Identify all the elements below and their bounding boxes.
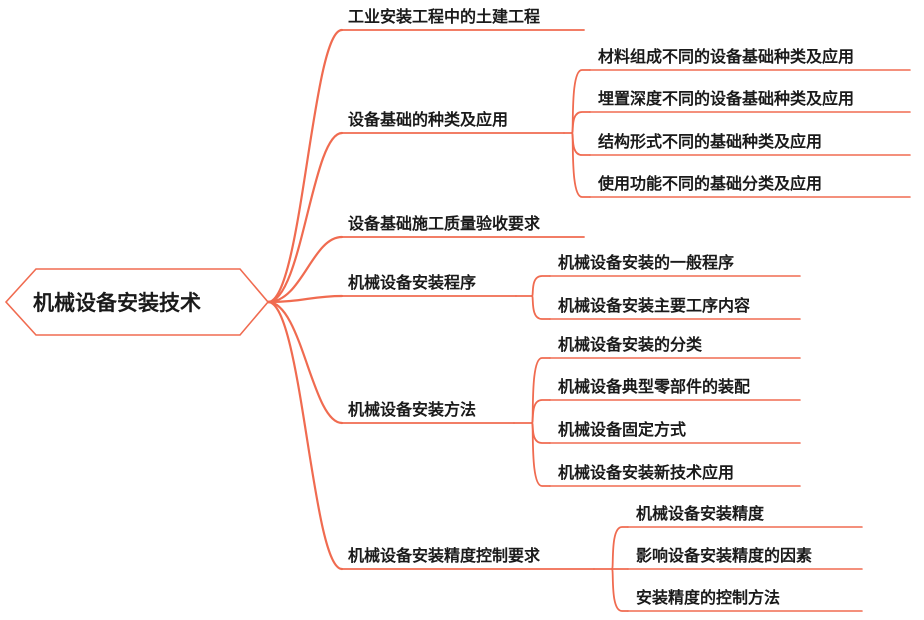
branch-label-4: 机械设备安装程序 <box>348 273 476 292</box>
branch-label-2: 设备基础的种类及应用 <box>348 110 508 129</box>
child-connector-5-3 <box>531 422 551 444</box>
child-label-4-1: 机械设备安装的一般程序 <box>558 253 734 272</box>
branch-label-1: 工业安装工程中的土建工程 <box>348 7 540 26</box>
root-node-shape <box>4 268 270 336</box>
branch-connector-2 <box>266 131 344 304</box>
branch-connector-6 <box>266 300 344 571</box>
child-connector-2-2 <box>571 111 591 134</box>
child-label-2-3: 结构形式不同的基础种类及应用 <box>597 132 822 151</box>
child-label-5-4: 机械设备安装新技术应用 <box>558 463 734 482</box>
child-connector-2-3 <box>571 132 591 156</box>
branch-label-6: 机械设备安装精度控制要求 <box>348 546 541 565</box>
child-connector-5-2 <box>531 399 551 424</box>
child-label-5-1: 机械设备安装的分类 <box>558 335 703 354</box>
branch-connector-4 <box>266 294 344 304</box>
child-label-5-2: 机械设备典型零部件的装配 <box>558 377 750 396</box>
child-label-5-3: 机械设备固定方式 <box>558 420 686 439</box>
branch-connector-1 <box>266 28 344 304</box>
branch-connector-3 <box>266 235 344 304</box>
child-label-2-1: 材料组成不同的设备基础种类及应用 <box>598 47 854 66</box>
child-connector-5-4 <box>531 422 551 487</box>
branch-label-5: 机械设备安装方法 <box>348 400 476 419</box>
child-label-6-3: 安装精度的控制方法 <box>636 588 780 607</box>
child-label-4-2: 机械设备安装主要工序内容 <box>558 296 750 315</box>
child-connector-4-1 <box>531 275 551 297</box>
child-label-6-2: 影响设备安装精度的因素 <box>636 546 812 565</box>
child-connector-2-1 <box>571 69 591 134</box>
child-connector-5-1 <box>531 357 551 424</box>
child-label-2-2: 埋置深度不同的设备基础种类及应用 <box>598 89 854 108</box>
connector-lines <box>266 28 911 612</box>
child-label-2-4: 使用功能不同的基础分类及应用 <box>597 174 822 193</box>
child-label-6-1: 机械设备安装精度 <box>636 504 765 523</box>
root-node-label: 机械设备安装技术 <box>33 291 201 315</box>
branch-label-3: 设备基础施工质量验收要求 <box>348 214 541 233</box>
child-connector-2-4 <box>571 132 591 198</box>
child-connector-6-1 <box>611 526 629 570</box>
child-connector-6-3 <box>611 568 629 612</box>
root-node: 机械设备安装技术 <box>4 268 270 336</box>
branch-connector-5 <box>266 300 344 425</box>
child-connector-4-2 <box>531 295 551 320</box>
